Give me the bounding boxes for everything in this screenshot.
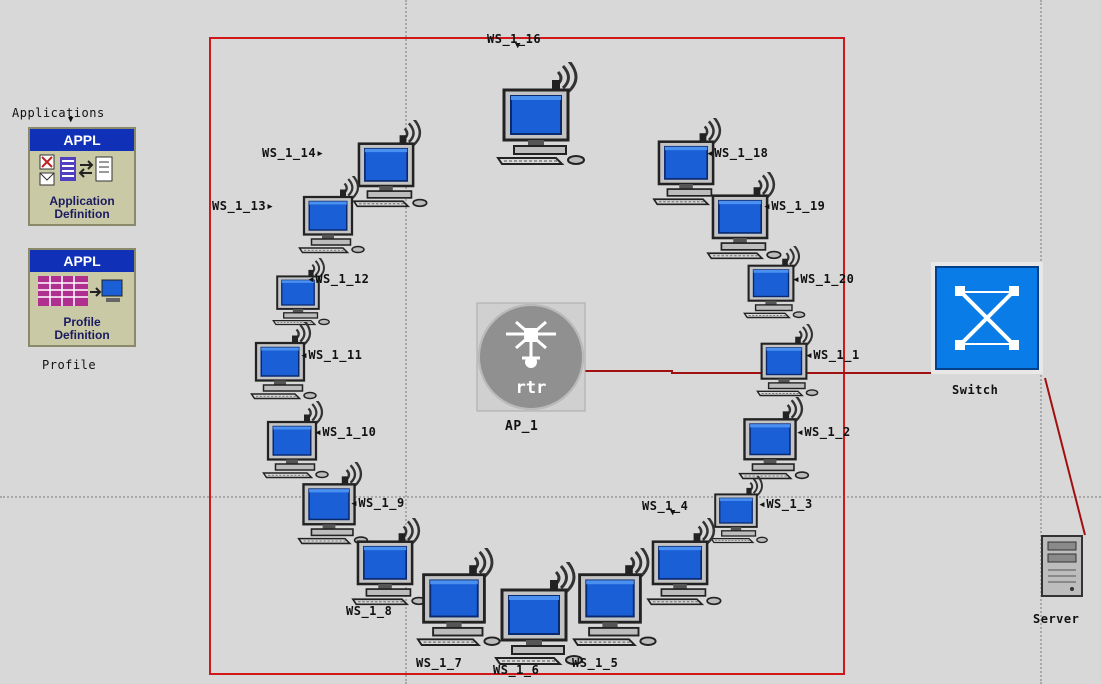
access-point-icon: rtr xyxy=(476,302,586,412)
workstation-label: ◂WS_1_12 xyxy=(307,272,369,287)
application-definition-node[interactable]: APPL Application Definition xyxy=(28,127,136,226)
workstation-label: ◂WS_1_20 xyxy=(792,272,854,287)
ap-badge: rtr xyxy=(516,378,547,398)
workstation-label-text: WS_1_14 xyxy=(262,146,316,160)
profile-def-line2: Definition xyxy=(30,329,134,342)
link-marker-icon: ▸ xyxy=(266,199,274,214)
workstation-label: WS_1_7 xyxy=(416,656,462,670)
workstation-label: ◂WS_1_10 xyxy=(314,425,376,440)
workstation-label: ◂WS_1_3 xyxy=(758,497,813,512)
ap-label: AP_1 xyxy=(505,419,538,434)
switch-icon xyxy=(931,262,1043,374)
server-icon xyxy=(1040,534,1084,598)
workstation-label-text: WS_1_1 xyxy=(813,348,859,362)
applications-label: Applications xyxy=(12,106,105,120)
workstation-label: ◂WS_1_1 xyxy=(805,348,860,363)
workstation-label: ◂WS_1_19 xyxy=(763,199,825,214)
workstation-node[interactable] xyxy=(298,176,373,254)
workstation-label-text: WS_1_8 xyxy=(346,604,392,618)
workstation-label-text: WS_1_19 xyxy=(771,199,825,213)
access-point-node[interactable]: rtr xyxy=(476,302,586,412)
workstation-icon xyxy=(298,176,373,254)
workstation-label-text: WS_1_13 xyxy=(212,199,266,213)
workstation-label-text: WS_1_12 xyxy=(315,272,369,286)
link-marker-icon: ▼ xyxy=(670,508,676,518)
appl-header: APPL xyxy=(30,250,134,272)
workstation-label: WS_1_4 xyxy=(642,499,688,513)
workstation-label-text: WS_1_11 xyxy=(308,348,362,362)
switch-node[interactable] xyxy=(931,262,1043,374)
server-node[interactable] xyxy=(1040,534,1084,598)
workstation-icon xyxy=(572,548,667,647)
workstation-label: WS_1_13▸ xyxy=(212,199,274,214)
profile-icon xyxy=(30,272,134,312)
workstation-label: ◂WS_1_11 xyxy=(300,348,362,363)
workstation-label: WS_1_6 xyxy=(493,663,539,677)
profile-label: Profile xyxy=(42,358,96,372)
workstation-label: ◂WS_1_9 xyxy=(350,496,405,511)
switch-label: Switch xyxy=(952,383,998,397)
link-marker-icon: ▼ xyxy=(515,41,521,51)
appl-header: APPL xyxy=(30,129,134,151)
workstation-label: WS_1_5 xyxy=(572,656,618,670)
applications-marker: ▼ xyxy=(68,115,74,125)
workstation-label-text: WS_1_18 xyxy=(714,146,768,160)
workstation-label-text: WS_1_6 xyxy=(493,663,539,677)
switch-to-server-link xyxy=(1045,378,1085,535)
workstation-label-text: WS_1_7 xyxy=(416,656,462,670)
workstation-node[interactable] xyxy=(496,62,596,166)
workstation-node[interactable] xyxy=(272,258,337,326)
workstation-label-text: WS_1_9 xyxy=(358,496,404,510)
workstation-label-text: WS_1_5 xyxy=(572,656,618,670)
workstation-label-text: WS_1_2 xyxy=(804,425,850,439)
workstation-label: ◂WS_1_2 xyxy=(796,425,851,440)
workstation-label: ◂WS_1_18 xyxy=(706,146,768,161)
workstation-label-text: WS_1_20 xyxy=(800,272,854,286)
server-label: Server xyxy=(1033,612,1079,626)
app-def-line2: Definition xyxy=(30,208,134,221)
workstation-label: WS_1_8 xyxy=(346,604,392,618)
workstation-label: WS_1_14▸ xyxy=(262,146,324,161)
link-marker-icon: ▸ xyxy=(316,146,324,161)
application-icon xyxy=(30,151,134,191)
workstation-icon xyxy=(496,62,596,166)
profile-definition-node[interactable]: APPL Profile Definition xyxy=(28,248,136,347)
workstation-label-text: WS_1_4 xyxy=(642,499,688,513)
workstation-label-text: WS_1_3 xyxy=(766,497,812,511)
workstation-icon xyxy=(272,258,337,326)
workstation-node[interactable] xyxy=(572,548,667,647)
workstation-label-text: WS_1_10 xyxy=(322,425,376,439)
